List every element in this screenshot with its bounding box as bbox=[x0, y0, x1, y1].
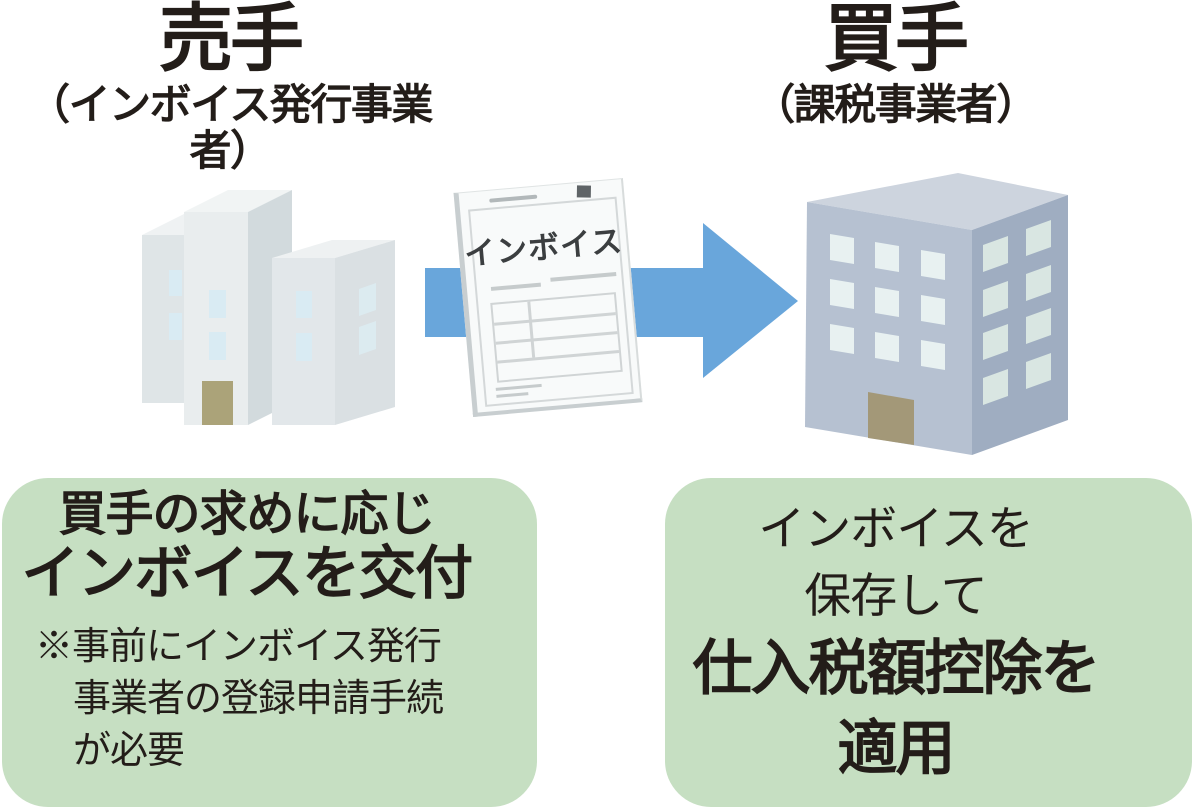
tower-right bbox=[272, 240, 395, 425]
door bbox=[202, 381, 233, 425]
doc-table bbox=[490, 292, 623, 383]
seller-box-line2: インボイスを交付 bbox=[21, 540, 473, 606]
buyer-header: 買手 （課税事業者） bbox=[665, 0, 1125, 128]
tower-center bbox=[184, 190, 292, 425]
seller-title: 売手 bbox=[159, 0, 304, 80]
note-line-3: が必要 bbox=[73, 729, 185, 772]
seller-header: 売手 （インボイス発行事業者） bbox=[0, 0, 460, 174]
seller-subtitle: （インボイス発行事業者） bbox=[28, 80, 433, 174]
buyer-subtitle: （課税事業者） bbox=[753, 80, 1038, 128]
doc-header-line bbox=[489, 194, 538, 203]
buyer-info-box: インボイスを 保存して 仕入税額控除を 適用 bbox=[665, 478, 1192, 807]
windows bbox=[209, 290, 226, 360]
windows bbox=[169, 270, 182, 340]
door bbox=[868, 392, 914, 445]
note-line-2: 事業者の登録申請手続 bbox=[73, 677, 444, 720]
seller-info-box: 買手の求めに応じ インボイスを交付 ※事前にインボイス発行 事業者の登録申請手続… bbox=[2, 478, 537, 807]
note-marker: ※ bbox=[35, 625, 73, 668]
invoice-document-icon: インボイス bbox=[453, 178, 643, 417]
seller-box-line1: 買手の求めに応じ bbox=[58, 488, 435, 541]
buyer-box-line3: 仕入税額控除を bbox=[692, 635, 1101, 703]
doc-stamp-mark bbox=[576, 185, 591, 198]
note-line-1: ※事前にインボイス発行 bbox=[35, 621, 537, 673]
buyer-building-icon bbox=[805, 173, 1068, 455]
seller-box-note: ※事前にインボイス発行 事業者の登録申請手続 が必要 bbox=[35, 621, 537, 777]
roof bbox=[807, 173, 1068, 230]
buyer-box-line4: 適用 bbox=[837, 714, 956, 782]
buyer-box-line1: インボイスを bbox=[758, 502, 1034, 555]
side-face bbox=[972, 195, 1068, 455]
buyer-box-line2: 保存して bbox=[804, 568, 988, 622]
windows bbox=[296, 283, 376, 361]
windows bbox=[830, 220, 1051, 405]
note-text: 事前にインボイス発行 bbox=[72, 625, 442, 668]
seller-building-icon bbox=[142, 190, 395, 425]
buyer-title: 買手 bbox=[824, 0, 969, 80]
